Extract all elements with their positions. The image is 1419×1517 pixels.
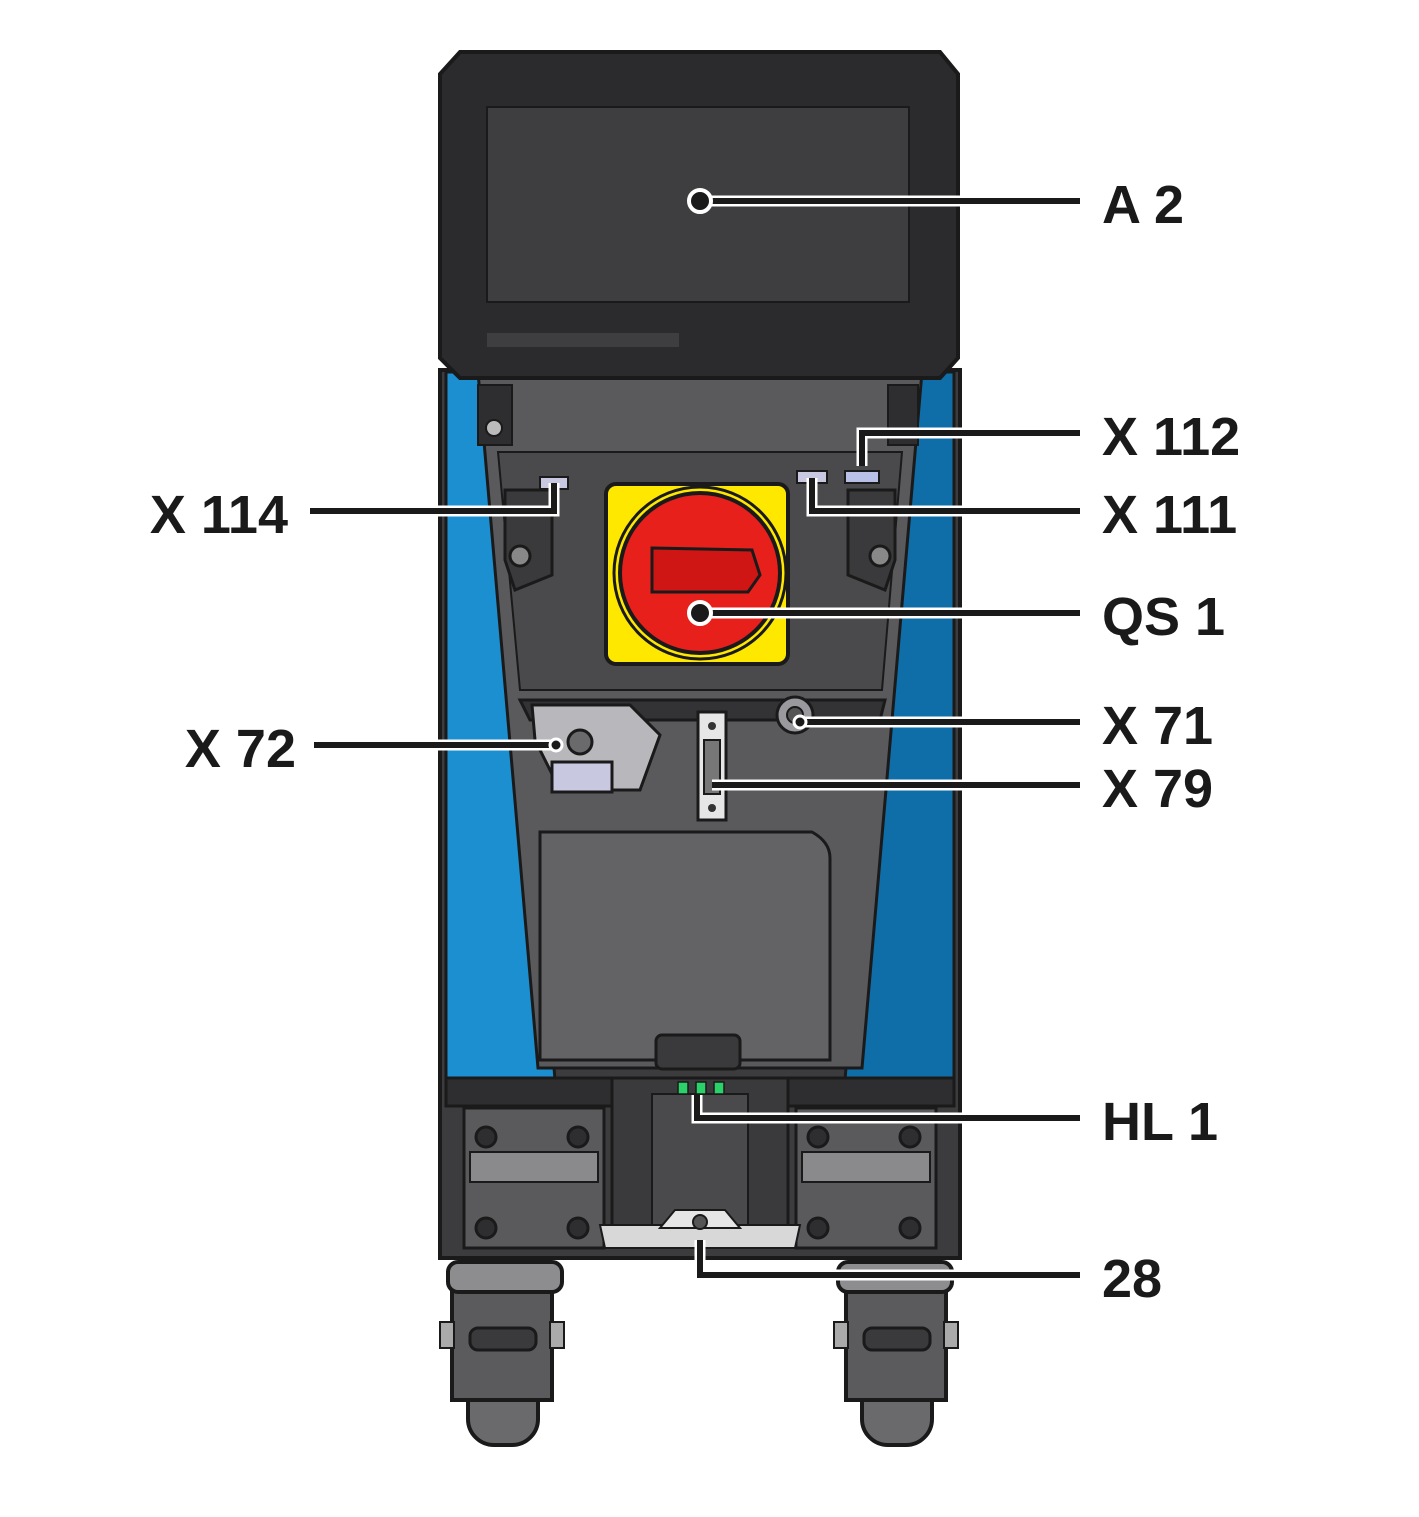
- main-switch[interactable]: [604, 482, 790, 666]
- callout-x79: X 79: [712, 759, 1213, 819]
- callout-x114: X 114: [150, 483, 560, 545]
- callout-x112: X 112: [856, 407, 1240, 467]
- callout-28: 28: [694, 1240, 1162, 1309]
- callout-qs1: QS 1: [687, 587, 1225, 647]
- connector-x72: [530, 703, 662, 794]
- callout-x71: X 71: [792, 696, 1213, 756]
- label-a2: A 2: [1102, 175, 1184, 235]
- label-x72: X 72: [185, 719, 296, 779]
- label-x112: X 112: [1102, 407, 1240, 467]
- label-28: 28: [1102, 1249, 1162, 1309]
- status-leds: [677, 1081, 725, 1095]
- connector-x79: [696, 710, 728, 822]
- label-x114: X 114: [150, 485, 288, 545]
- label-x79: X 79: [1102, 759, 1213, 819]
- label-qs1: QS 1: [1102, 587, 1225, 647]
- label-x111: X 111: [1102, 485, 1237, 545]
- callout-x111: X 111: [806, 478, 1237, 545]
- connector-x71: [775, 695, 815, 735]
- callout-a2: A 2: [687, 175, 1184, 235]
- lower-compartment: [538, 830, 832, 1062]
- callout-x72: X 72: [185, 719, 564, 779]
- callout-hl1: HL 1: [691, 1092, 1218, 1152]
- label-hl1: HL 1: [1102, 1092, 1218, 1152]
- label-x71: X 71: [1102, 696, 1213, 756]
- port-x112: [844, 470, 880, 484]
- caster-right: [833, 1260, 959, 1447]
- caster-left: [439, 1260, 565, 1447]
